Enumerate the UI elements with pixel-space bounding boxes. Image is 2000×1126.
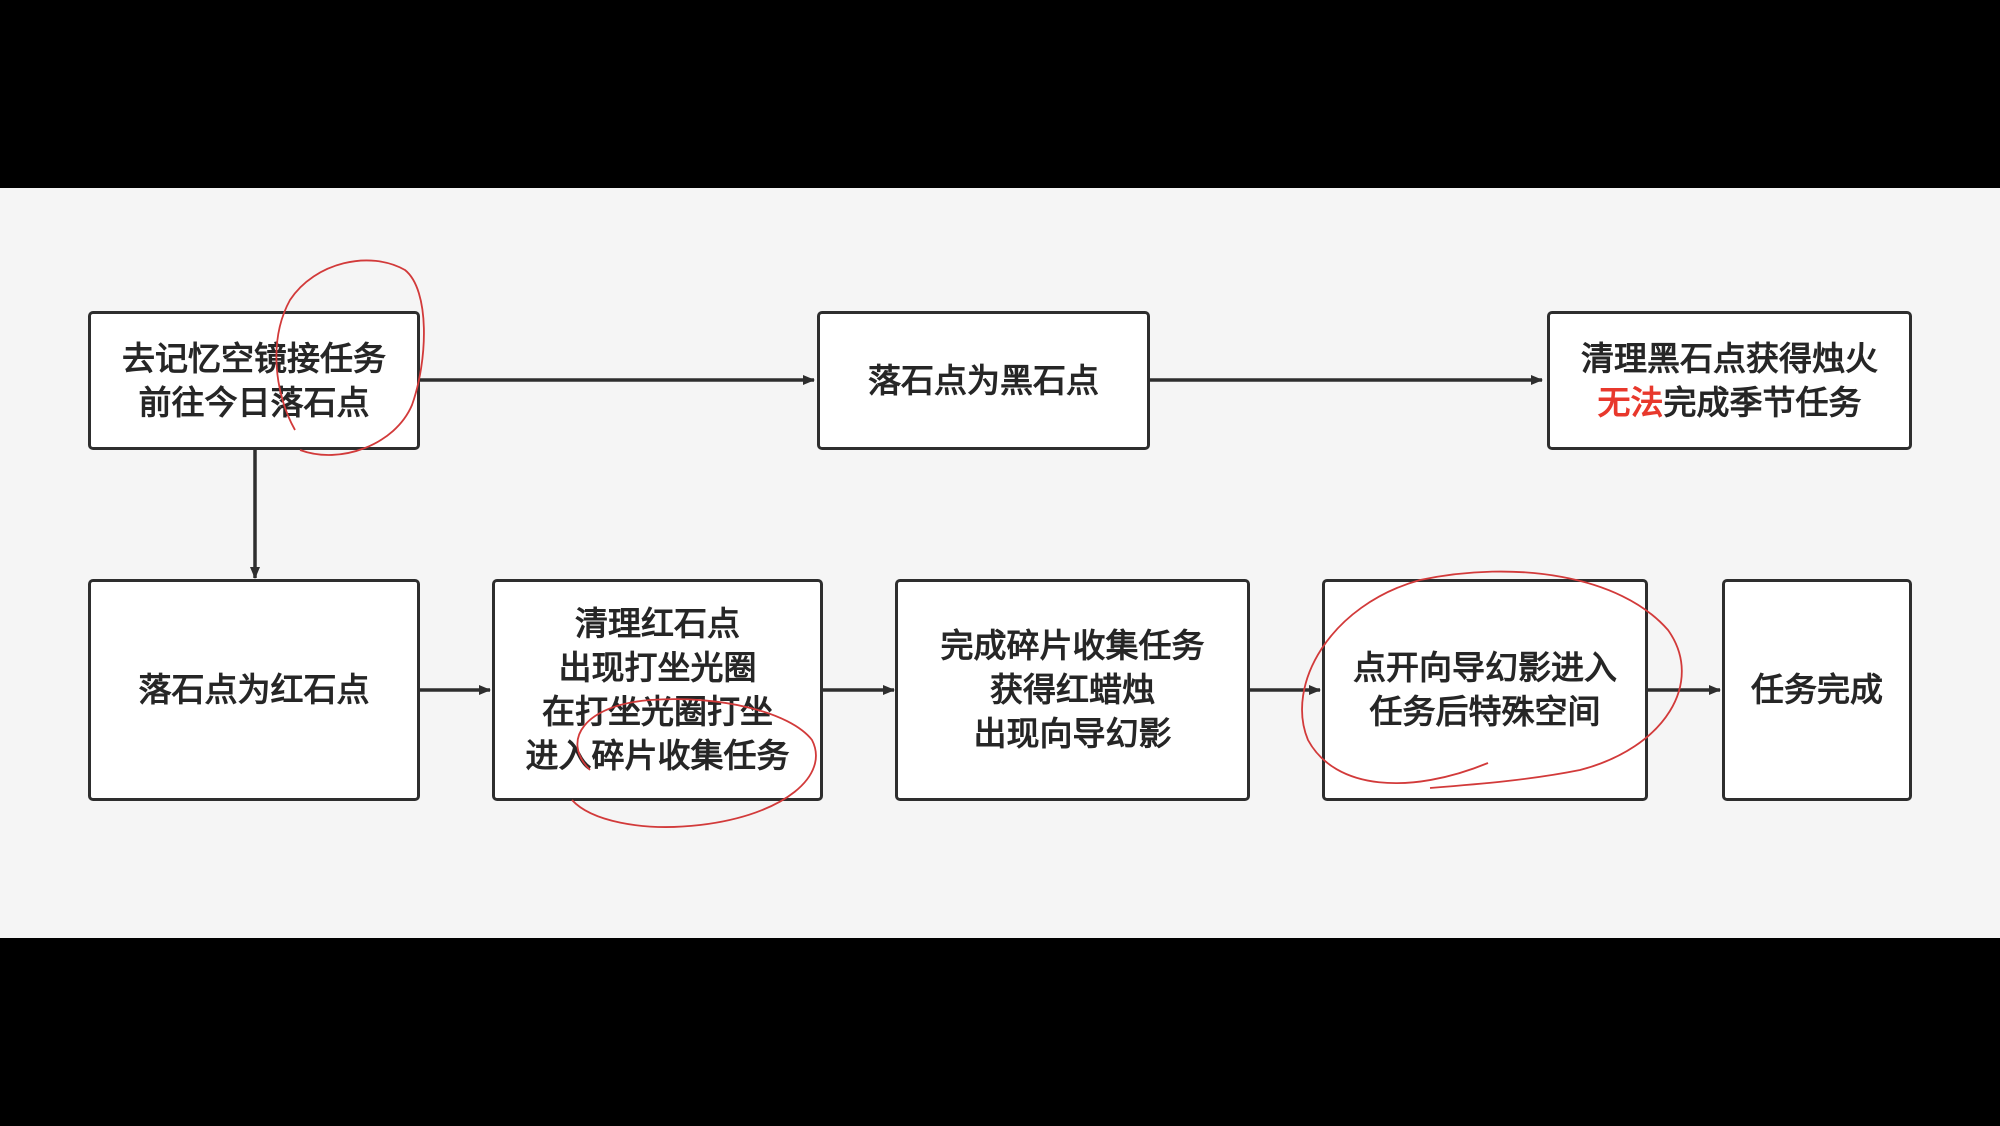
- node-black-stone-result-line-1: 清理黑石点获得烛火: [1581, 338, 1878, 378]
- node-accept-task-line-2: 前往今日落石点: [138, 382, 370, 422]
- node-clear-red-stone-line-3: 在打坐光圈打坐: [542, 692, 773, 731]
- node-clear-red-stone-line-4: 进入碎片收集任务: [525, 736, 790, 775]
- node-guide-phantom: 点开向导幻影进入 任务后特殊空间: [1322, 579, 1648, 801]
- node-fragment-complete: 完成碎片收集任务 获得红蜡烛 出现向导幻影: [895, 579, 1250, 801]
- line-2-rest: 完成季节任务: [1663, 382, 1862, 422]
- node-accept-task-line-1: 去记忆空镜接任务: [122, 338, 386, 378]
- node-fragment-complete-line-1: 完成碎片收集任务: [940, 626, 1205, 665]
- node-black-stone: 落石点为黑石点: [817, 311, 1150, 450]
- diagram-canvas: [0, 188, 2000, 938]
- node-clear-red-stone: 清理红石点 出现打坐光圈 在打坐光圈打坐 进入碎片收集任务: [492, 579, 823, 801]
- node-black-stone-result-line-2: 无法完成季节任务: [1581, 381, 1878, 425]
- node-black-stone-line-1: 落石点为黑石点: [868, 360, 1099, 400]
- node-red-stone-line-1: 落石点为红石点: [138, 670, 370, 709]
- node-fragment-complete-line-2: 获得红蜡烛: [990, 670, 1155, 709]
- node-task-complete: 任务完成: [1722, 579, 1912, 801]
- node-task-complete-line-1: 任务完成: [1751, 670, 1883, 709]
- node-guide-phantom-line-2: 任务后特殊空间: [1369, 692, 1601, 731]
- node-clear-red-stone-line-1: 清理红石点: [575, 604, 740, 643]
- node-accept-task: 去记忆空镜接任务 前往今日落石点: [88, 311, 420, 450]
- node-fragment-complete-line-3: 出现向导幻影: [973, 714, 1172, 753]
- highlight-cannot: 无法: [1597, 382, 1664, 422]
- node-guide-phantom-line-1: 点开向导幻影进入: [1353, 648, 1617, 687]
- node-red-stone: 落石点为红石点: [88, 579, 420, 801]
- node-black-stone-result: 清理黑石点获得烛火 无法完成季节任务: [1547, 311, 1912, 450]
- node-clear-red-stone-line-2: 出现打坐光圈: [558, 648, 757, 687]
